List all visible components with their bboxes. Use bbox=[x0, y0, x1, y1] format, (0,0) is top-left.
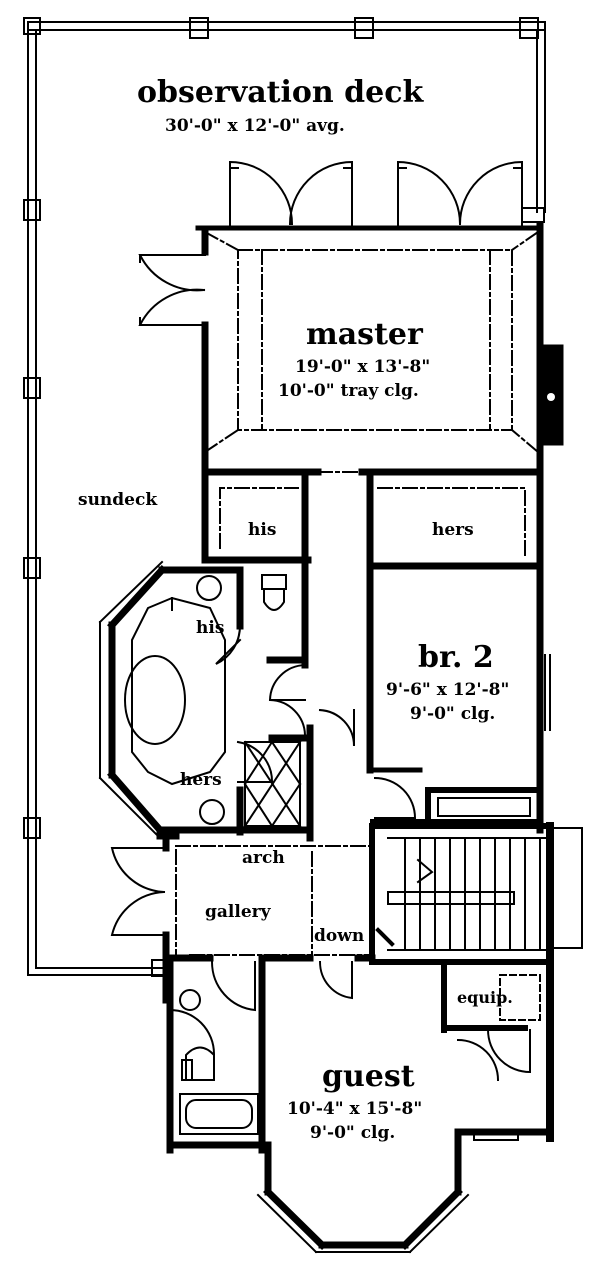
guest-bay-windows bbox=[256, 1131, 519, 1254]
tray-ceiling bbox=[203, 230, 540, 454]
br2-size: 9'-6" x 12'-8" bbox=[386, 680, 510, 700]
br2-ceiling: 9'-0" clg. bbox=[410, 704, 496, 724]
guest-ceiling: 9'-0" clg. bbox=[310, 1123, 396, 1143]
master-size: 19'-0" x 13'-8" bbox=[295, 357, 431, 377]
br2-name: br. 2 bbox=[418, 640, 494, 675]
hers-closet-label: hers bbox=[432, 520, 474, 540]
bay-windows bbox=[98, 560, 164, 840]
deck-railing bbox=[27, 21, 546, 976]
arch-label: arch bbox=[242, 848, 285, 868]
br2-closet bbox=[437, 797, 531, 817]
his-closet-label: his bbox=[248, 520, 277, 540]
br2-walls bbox=[367, 767, 543, 828]
equip-closet bbox=[499, 974, 541, 1021]
shower bbox=[243, 740, 302, 828]
tub-deck bbox=[124, 596, 226, 786]
observation-deck-size: 30'-0" x 12'-0" avg. bbox=[165, 116, 345, 136]
master-ceiling: 10'-0" tray clg. bbox=[278, 381, 419, 401]
br2-door bbox=[373, 776, 417, 819]
br2-window bbox=[544, 654, 551, 731]
gallery-doors bbox=[110, 847, 353, 1012]
bath-doors bbox=[215, 624, 356, 783]
observation-deck-name: observation deck bbox=[137, 75, 424, 110]
guest-walls bbox=[166, 954, 554, 1250]
closet-shelves bbox=[219, 487, 526, 556]
guest-doors bbox=[168, 1008, 531, 1082]
sundeck-label: sundeck bbox=[78, 490, 158, 510]
master-name: master bbox=[306, 317, 423, 352]
master-walls bbox=[195, 222, 544, 834]
his-bath-label: his bbox=[196, 618, 225, 638]
stair-walls bbox=[369, 822, 583, 966]
guest-bath-fixtures bbox=[179, 989, 259, 1135]
bath-walls bbox=[107, 556, 314, 842]
equip-label: equip. bbox=[457, 988, 513, 1007]
railing-posts bbox=[23, 17, 545, 977]
hers-bath-label: hers bbox=[180, 770, 222, 790]
french-doors bbox=[138, 160, 523, 326]
down-label: down bbox=[314, 926, 365, 946]
gallery-label: gallery bbox=[205, 902, 271, 922]
guest-size: 10'-4" x 15'-8" bbox=[287, 1099, 423, 1119]
closet-walls bbox=[201, 468, 544, 774]
stair-treads bbox=[375, 837, 546, 951]
sinks-toilet bbox=[196, 574, 287, 825]
guest-name: guest bbox=[322, 1059, 415, 1094]
